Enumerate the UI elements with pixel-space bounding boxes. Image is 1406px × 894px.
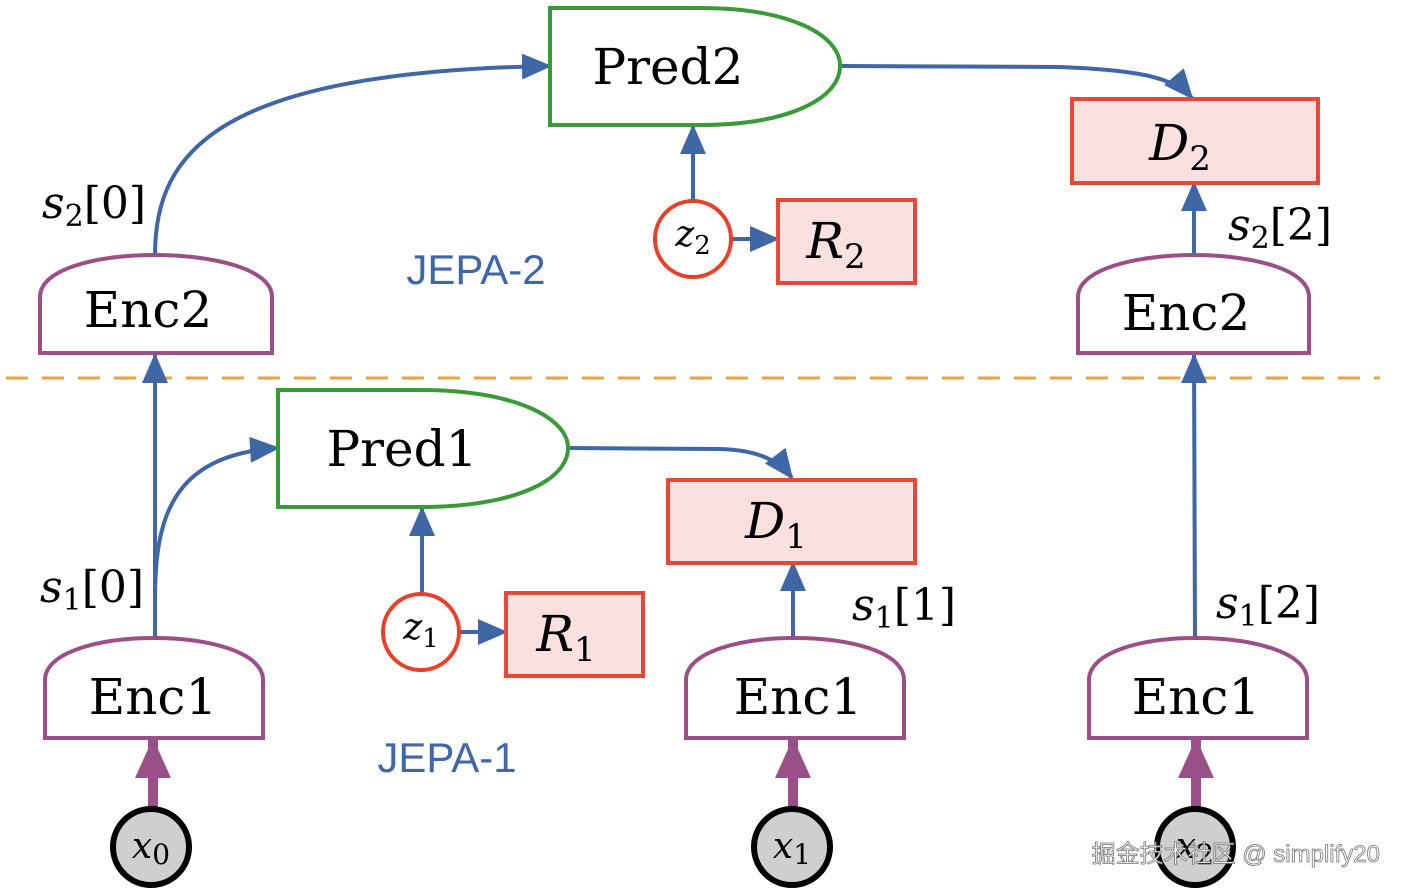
d1-energy-box: D1 [666, 478, 917, 565]
r1-var: R [535, 605, 574, 663]
pred2-block: Pred2 [548, 6, 843, 127]
svg-text:z1: z1 [402, 607, 439, 654]
input-x1: x1 [751, 806, 833, 888]
d1-sub: 1 [785, 517, 807, 557]
state-s2-2: s2[2] [1228, 200, 1332, 256]
enc1-a-label: Enc1 [89, 668, 218, 726]
svg-text:x0: x0 [132, 826, 170, 871]
svg-text:D2: D2 [1148, 114, 1211, 179]
input-x2: x2 [1154, 806, 1236, 888]
d2-var: D [1148, 114, 1189, 172]
arrow-pred1-to-d1 [567, 446, 794, 480]
r1-sub: 1 [574, 630, 596, 670]
z2-latent: z2 [653, 199, 733, 279]
jepa2-label: JEPA-2 [406, 246, 545, 293]
r1-regularizer-box: R1 [504, 591, 645, 678]
d2-energy-box: D2 [1070, 97, 1320, 185]
arrow-enc1c-to-enc2 [1181, 353, 1208, 638]
r2-sub: 2 [844, 237, 866, 277]
enc1-c-block: Enc1 [1087, 635, 1309, 740]
state-s1-2: s1[2] [1216, 578, 1320, 634]
enc1-a-block: Enc1 [43, 635, 265, 740]
svg-text:R1: R1 [535, 605, 595, 670]
r2-var: R [805, 212, 844, 270]
d1-var: D [744, 492, 785, 550]
z2-sub: 2 [694, 231, 711, 261]
pred1-label: Pred1 [327, 420, 478, 478]
watermark: 掘金技术社区 @ simplify20 [1092, 841, 1380, 868]
enc1-b-label: Enc1 [734, 668, 863, 726]
arrow-pred2-to-d2 [839, 64, 1194, 100]
r2-regularizer-box: R2 [776, 198, 917, 285]
svg-text:D1: D1 [744, 492, 807, 557]
pred1-block: Pred1 [276, 388, 571, 509]
enc1-b-block: Enc1 [684, 635, 906, 740]
state-s1-1: s1[1] [852, 580, 956, 636]
enc1-c-label: Enc1 [1132, 668, 1261, 726]
arrow-s1-0-to-pred1 [153, 436, 280, 601]
jepa1-label: JEPA-1 [377, 734, 516, 781]
state-s1-0: s1[0] [40, 562, 144, 618]
enc2-left-block: Enc2 [38, 252, 274, 355]
svg-text:x2: x2 [1176, 826, 1214, 871]
arrow-s2-0-to-pred2 [153, 53, 552, 256]
svg-text:x1: x1 [773, 826, 811, 871]
svg-text:R2: R2 [805, 212, 865, 277]
state-s2-0: s2[0] [42, 178, 146, 234]
input-x0: x0 [110, 806, 192, 888]
enc2-right-block: Enc2 [1076, 252, 1311, 355]
enc2-left-label: Enc2 [84, 281, 213, 339]
z1-sub: 1 [422, 624, 439, 654]
pred2-label: Pred2 [593, 38, 744, 96]
svg-text:z2: z2 [674, 214, 711, 261]
d2-sub: 2 [1189, 139, 1211, 179]
z1-var: z [402, 607, 423, 648]
enc2-right-label: Enc2 [1122, 284, 1251, 342]
z2-var: z [674, 214, 695, 255]
z1-latent: z1 [381, 592, 461, 672]
